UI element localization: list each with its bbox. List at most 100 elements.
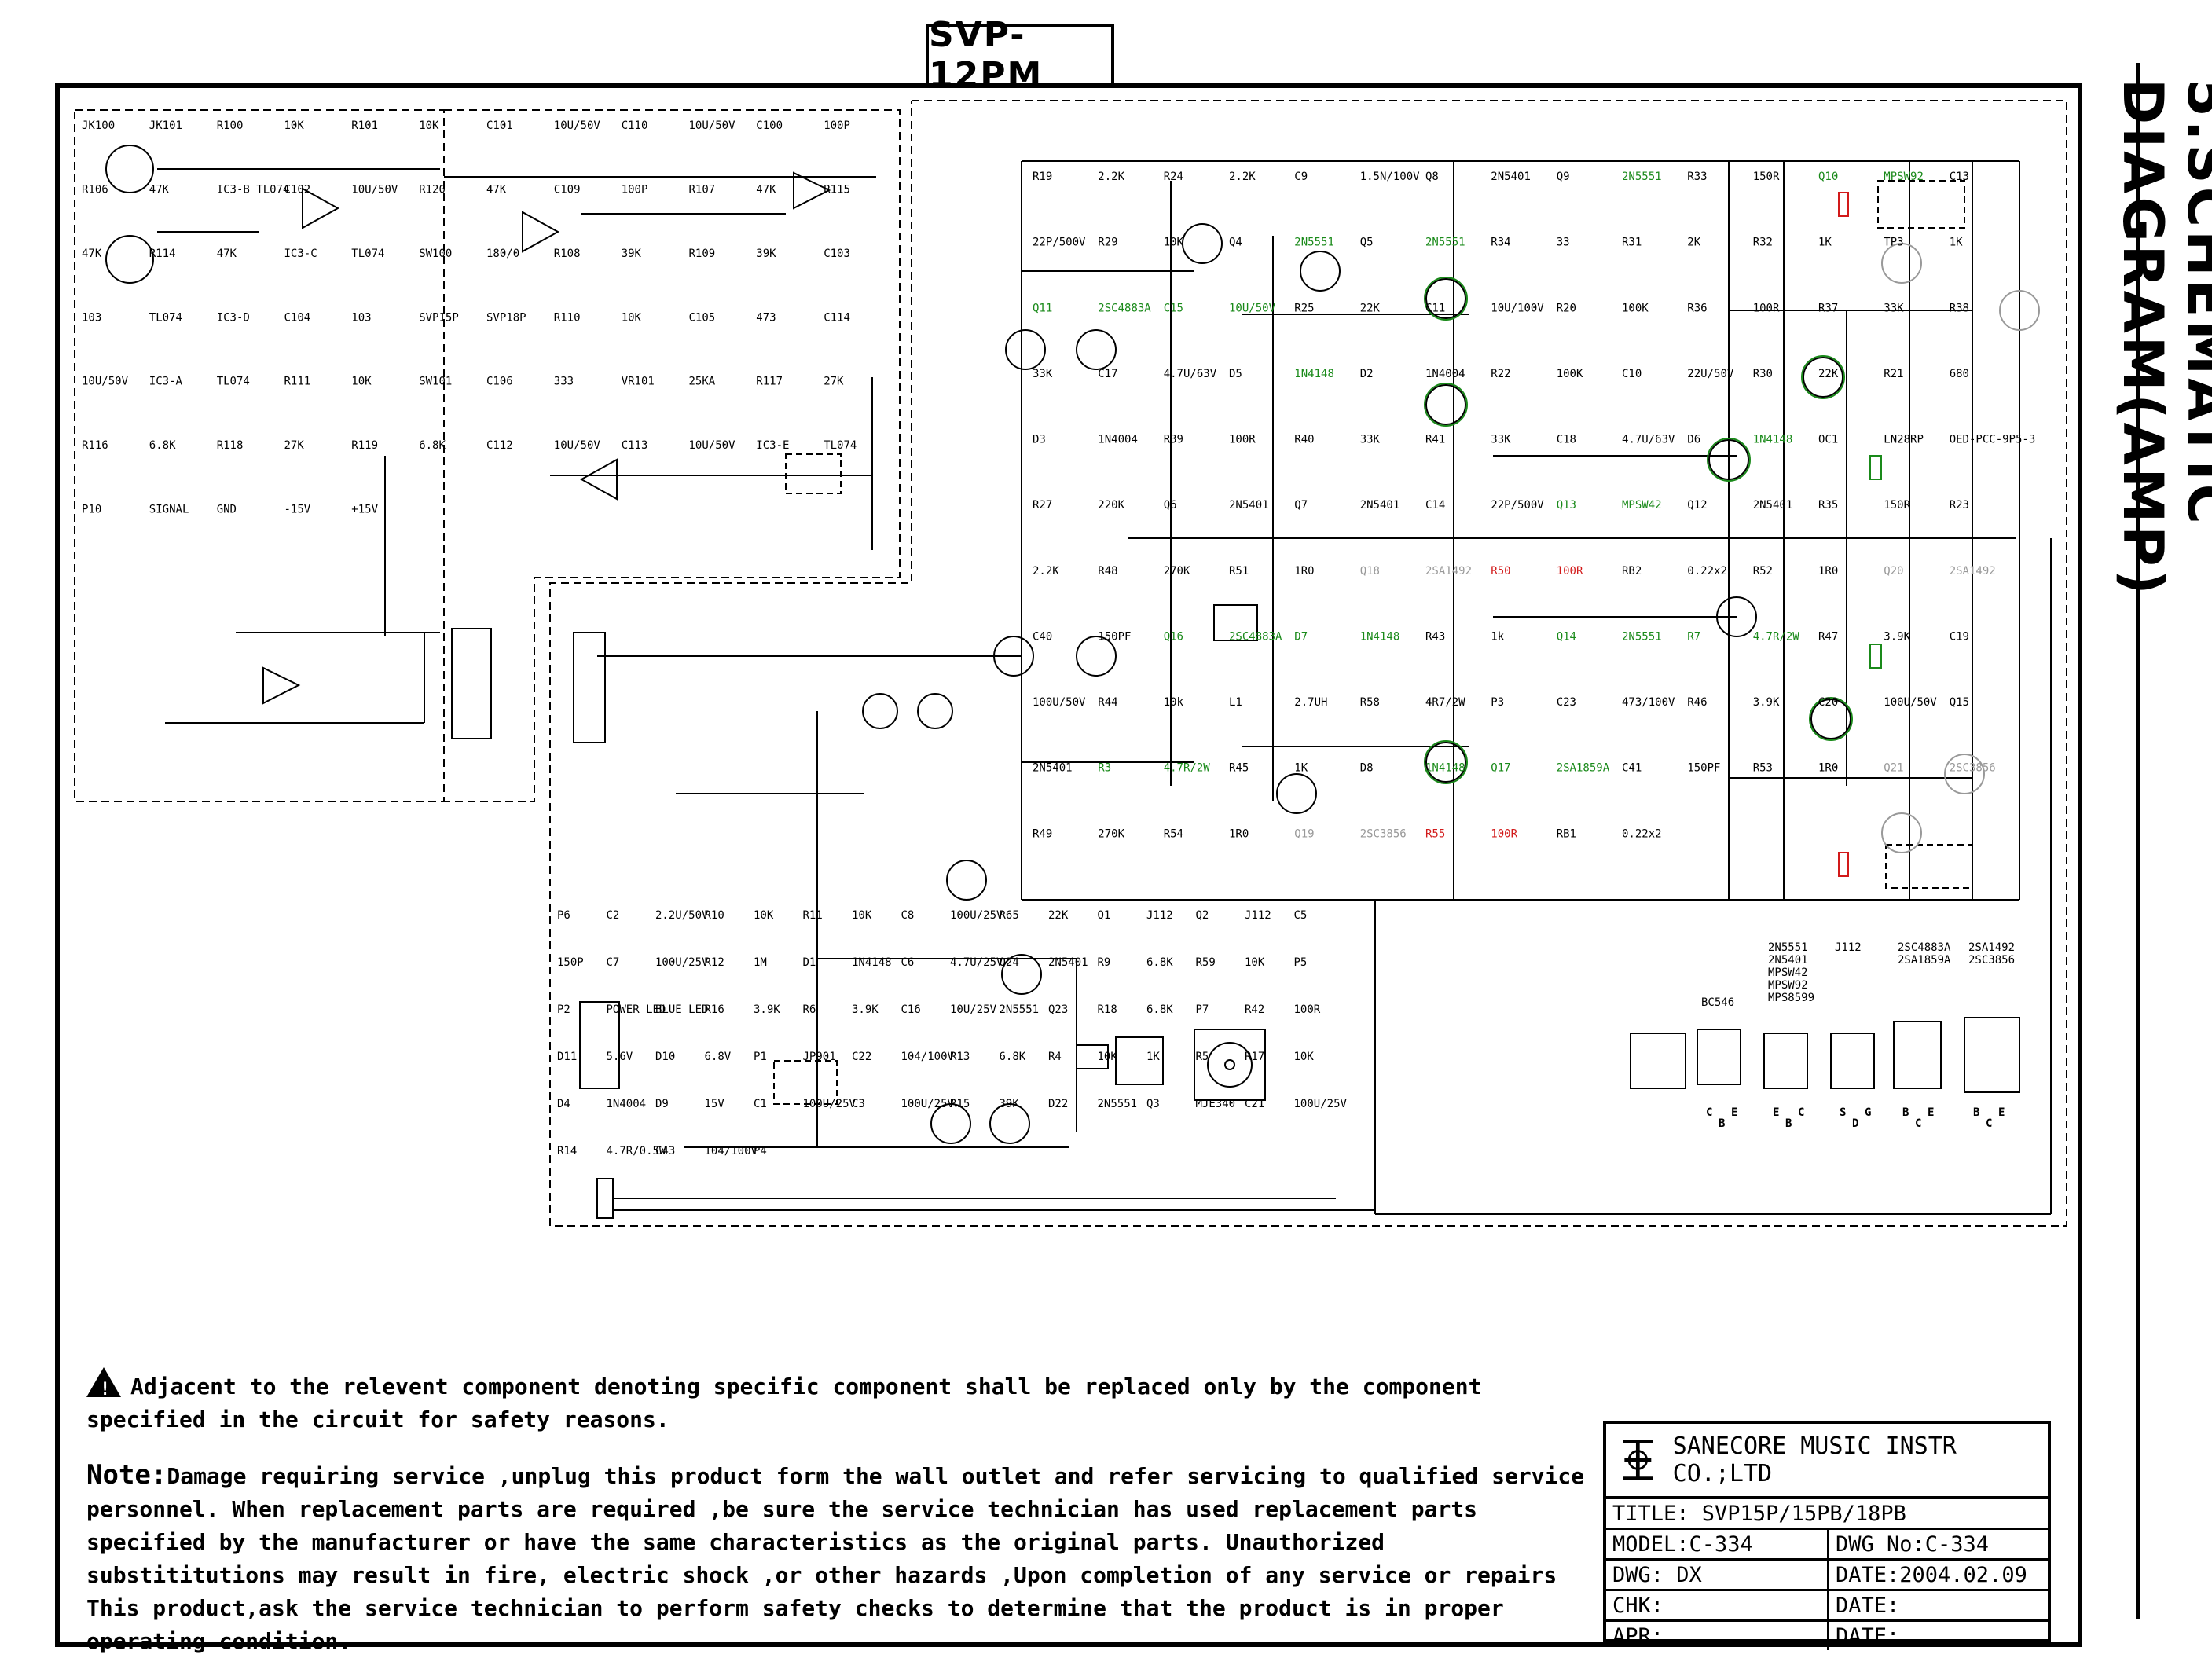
title-block: SANECORE MUSIC INSTR CO.;LTD TITLE: SVP1… (1603, 1421, 2051, 1650)
component-label: 333 (554, 376, 574, 388)
p7-connector-body (579, 1001, 620, 1089)
component-label: 100U/25V (803, 1098, 857, 1110)
component-label: R43 (1425, 631, 1445, 644)
component-label: 3.9K (1753, 696, 1780, 709)
component-label: 2N5401 (1033, 762, 1073, 775)
apr-field: APR: (1612, 1623, 1664, 1649)
component-label: MPSW92 (1884, 171, 1924, 183)
component-label: 10k (1164, 696, 1184, 709)
component-label: C16 (901, 1003, 921, 1016)
component-label: C9 (1294, 171, 1308, 183)
component-label: R107 (689, 183, 716, 196)
component-label: 10K (754, 909, 774, 922)
component-label: 2.2U/50V (655, 909, 709, 922)
component-label: 100K (1622, 302, 1649, 314)
component-label: 180/0 (486, 248, 519, 260)
component-label: R35 (1818, 499, 1838, 512)
component-label: 1R0 (1294, 565, 1314, 578)
eq-section-box (444, 109, 901, 802)
package-pin-label: B (1902, 1106, 1909, 1119)
component-label: 47K (82, 248, 102, 260)
component-label: C19 (1950, 631, 1969, 644)
component-label: MJE340 (1196, 1098, 1236, 1110)
component-label: 2N5551 (1622, 171, 1662, 183)
component-label: C109 (554, 183, 581, 196)
component-label: RB1 (1557, 827, 1576, 840)
date-field-2: DATE: (1827, 1591, 2048, 1619)
component-label: 100R (1294, 1003, 1321, 1016)
component-label: C112 (486, 439, 513, 452)
component-label: 473 (756, 311, 776, 324)
component-label: 100P (824, 119, 850, 132)
component-label: 103 (351, 311, 371, 324)
chk-field: CHK: (1612, 1593, 1664, 1618)
component-label: 25KA (689, 376, 716, 388)
component-label: R14 (557, 1145, 577, 1157)
package-name: J112 (1835, 941, 1862, 954)
component-label: R9 (1098, 956, 1111, 969)
jk101-jack (105, 235, 154, 284)
component-label: C101 (486, 119, 513, 132)
component-label: R48 (1098, 565, 1117, 578)
component-label: R33 (1687, 171, 1707, 183)
component-label: 22U/50V (1687, 368, 1734, 380)
component-label: C15 (1164, 302, 1183, 314)
component-label: R7 (1687, 631, 1700, 644)
component-label: IC3-D (217, 311, 250, 324)
component-label: C100 (756, 119, 783, 132)
component-label: 100U/50V (1033, 696, 1086, 709)
component-label: 1N4004 (1425, 368, 1465, 380)
component-label: 22P/500V (1491, 499, 1544, 512)
component-label: D4 (557, 1098, 570, 1110)
component-label: C6 (901, 956, 915, 969)
component-label: 0.22x2 (1622, 827, 1662, 840)
company-logo-icon (1623, 1440, 1653, 1480)
component-label: Q4 (1229, 237, 1242, 249)
component-label: R44 (1098, 696, 1117, 709)
component-label: 100R (1491, 827, 1517, 840)
component-label: R100 (217, 119, 244, 132)
component-label: R24 (1164, 171, 1183, 183)
component-label: 6.8K (1146, 956, 1173, 969)
component-label: +15V (351, 504, 378, 516)
component-label: R116 (82, 439, 108, 452)
component-label: D5 (1229, 368, 1242, 380)
component-label: R5 (1196, 1051, 1209, 1063)
component-label: P5 (1294, 956, 1308, 969)
component-label: SW100 (419, 248, 452, 260)
component-label: R18 (1098, 1003, 1117, 1016)
component-label: 220K (1098, 499, 1124, 512)
component-label: VR101 (622, 376, 655, 388)
component-label: TL074 (351, 248, 384, 260)
component-label: 1K (1950, 237, 1963, 249)
component-label: D11 (557, 1051, 577, 1063)
preamp-section-box (74, 109, 445, 802)
component-label: R20 (1557, 302, 1576, 314)
component-label: R40 (1294, 434, 1314, 446)
component-label: C10 (1622, 368, 1642, 380)
package-pin-label: C (1706, 1106, 1712, 1119)
component-label: 47K (486, 183, 507, 196)
component-label: 2N5551 (1000, 1003, 1040, 1016)
date-field-1: DATE:2004.02.09 (1827, 1561, 2048, 1589)
component-label: R118 (217, 439, 244, 452)
component-label: C114 (824, 311, 850, 324)
component-label: 10U/25V (950, 1003, 997, 1016)
component-label: SW101 (419, 376, 452, 388)
p6-connector-body (573, 632, 606, 743)
component-label: R19 (1033, 171, 1052, 183)
package-name: BC546 (1701, 996, 1734, 1009)
package-pin-label: E (1773, 1106, 1779, 1119)
component-label: R13 (950, 1051, 970, 1063)
component-label: Q7 (1294, 499, 1308, 512)
component-label: Q17 (1491, 762, 1510, 775)
package-name: MPSW92 (1768, 979, 1808, 992)
package-pin-label: E (1998, 1106, 2005, 1119)
component-label: C43 (655, 1145, 675, 1157)
component-label: 270K (1098, 827, 1124, 840)
component-label: 2K (1687, 237, 1700, 249)
component-label: 1R0 (1229, 827, 1249, 840)
component-label: D2 (1360, 368, 1374, 380)
